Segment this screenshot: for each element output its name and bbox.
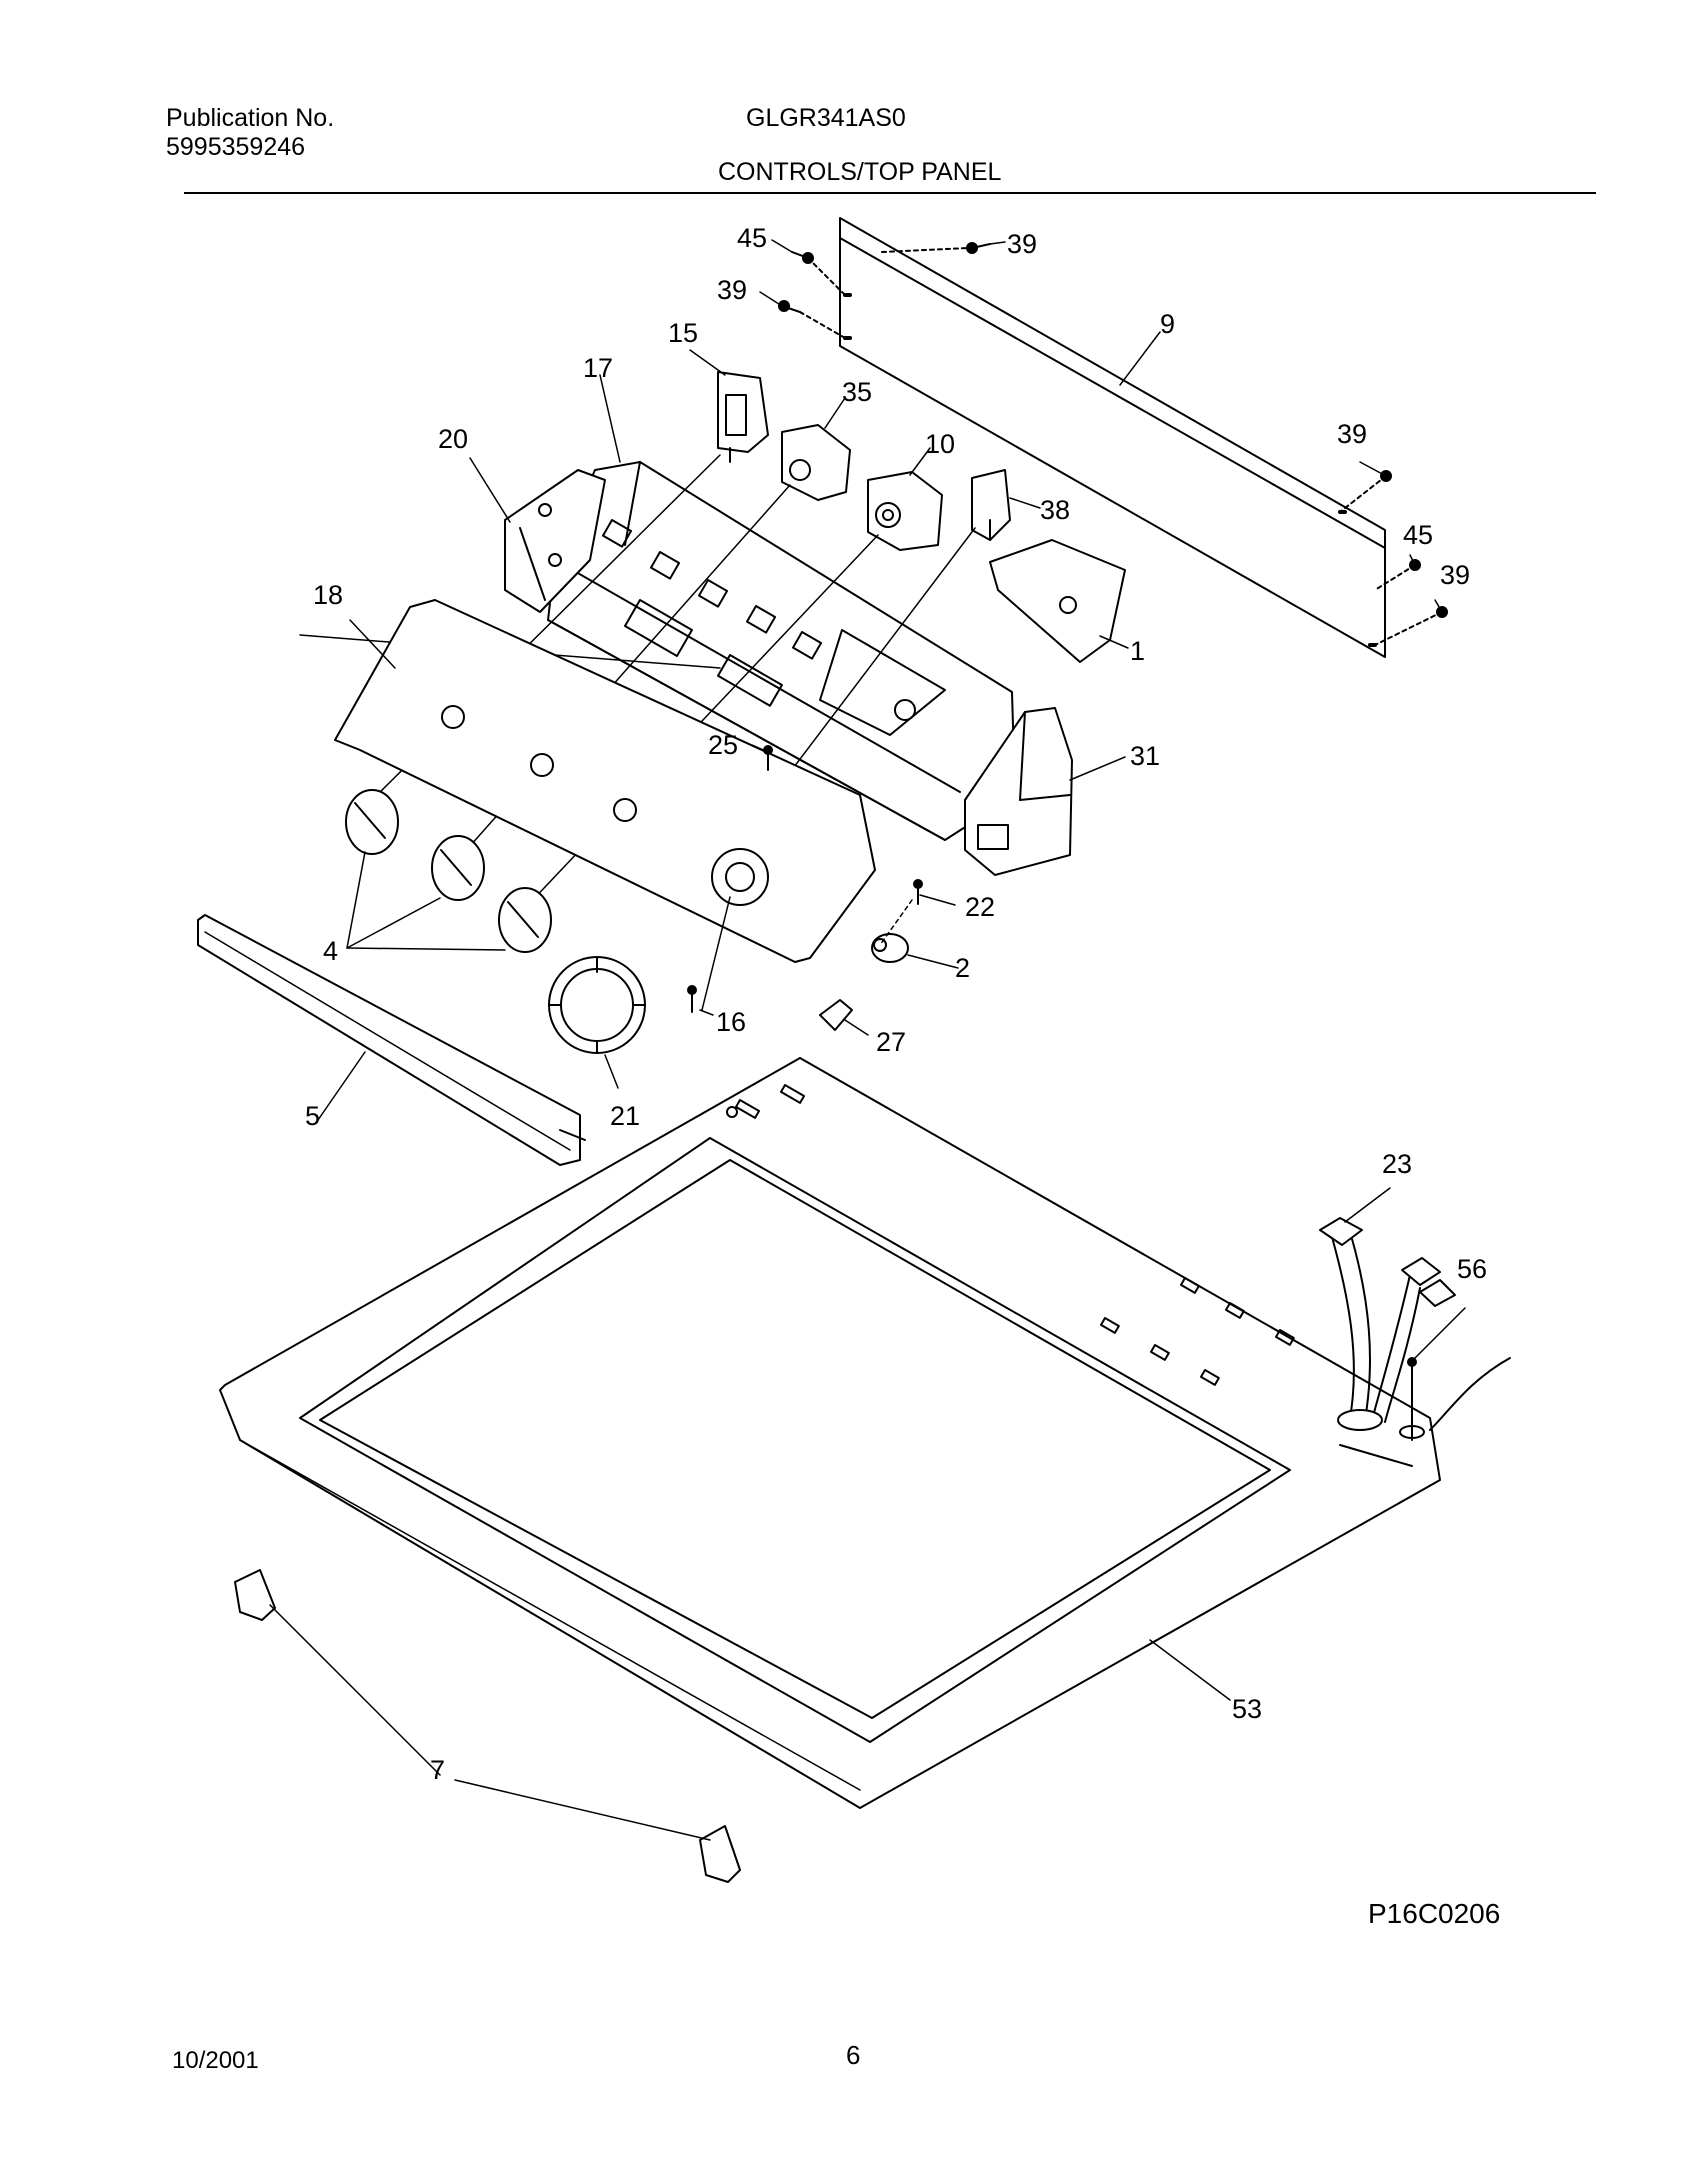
switch-part-38 <box>971 469 1011 541</box>
callout-53: 53 <box>1232 1694 1263 1724</box>
model-number: GLGR341AS0 <box>746 104 906 132</box>
control-knobs-part-4 <box>345 789 552 953</box>
callout-17: 17 <box>583 353 614 383</box>
publication-label: Publication No. <box>166 104 335 132</box>
callout-56: 56 <box>1457 1254 1488 1284</box>
callout-31: 31 <box>1130 741 1161 771</box>
callout-9: 9 <box>1160 309 1176 339</box>
callout-10: 10 <box>925 429 956 459</box>
callout-39: 39 <box>1440 560 1471 590</box>
right-end-cap-part-31 <box>964 707 1073 876</box>
callout-39: 39 <box>717 275 748 305</box>
leveling-legs-part-7 <box>234 1569 741 1883</box>
callout-22: 22 <box>965 892 996 922</box>
callout-15: 15 <box>668 318 699 348</box>
callout-21: 21 <box>610 1101 641 1131</box>
callout-39: 39 <box>1337 419 1368 449</box>
figure-code: P16C0206 <box>1368 1898 1501 1929</box>
left-end-cap-part-20 <box>504 469 606 613</box>
page-number: 6 <box>846 2040 861 2070</box>
callout-4: 4 <box>323 936 339 966</box>
callout-16: 16 <box>716 1007 747 1037</box>
callout-7: 7 <box>430 1755 446 1785</box>
timer-part-15 <box>717 371 769 463</box>
callout-leaders <box>269 239 1466 1841</box>
callout-45: 45 <box>737 223 768 253</box>
callout-38: 38 <box>1040 495 1071 525</box>
ignition-part-1 <box>989 539 1126 663</box>
callout-5: 5 <box>305 1101 321 1131</box>
small-hardware <box>687 745 923 1031</box>
header-rule <box>184 192 1596 194</box>
publication-number: 5995359246 <box>166 133 306 161</box>
callout-1: 1 <box>1130 636 1146 666</box>
callout-45: 45 <box>1403 520 1434 550</box>
publication-date: 10/2001 <box>172 2047 259 2074</box>
switch-part-10 <box>867 471 943 551</box>
switch-part-35 <box>781 424 851 501</box>
trim-strip-part-5 <box>197 914 586 1166</box>
callout-25: 25 <box>708 730 739 760</box>
callout-18: 18 <box>313 580 344 610</box>
callout-35: 35 <box>842 377 873 407</box>
dial-knob-part-21 <box>548 956 646 1054</box>
callout-39: 39 <box>1007 229 1038 259</box>
wire-harness-part-23 <box>1319 1217 1511 1467</box>
console-front-panel-part-18 <box>334 599 876 1011</box>
callout-27: 27 <box>876 1027 907 1057</box>
callout-23: 23 <box>1382 1149 1413 1179</box>
section-title: CONTROLS/TOP PANEL <box>718 158 1002 186</box>
callout-2: 2 <box>955 953 971 983</box>
callout-20: 20 <box>438 424 469 454</box>
